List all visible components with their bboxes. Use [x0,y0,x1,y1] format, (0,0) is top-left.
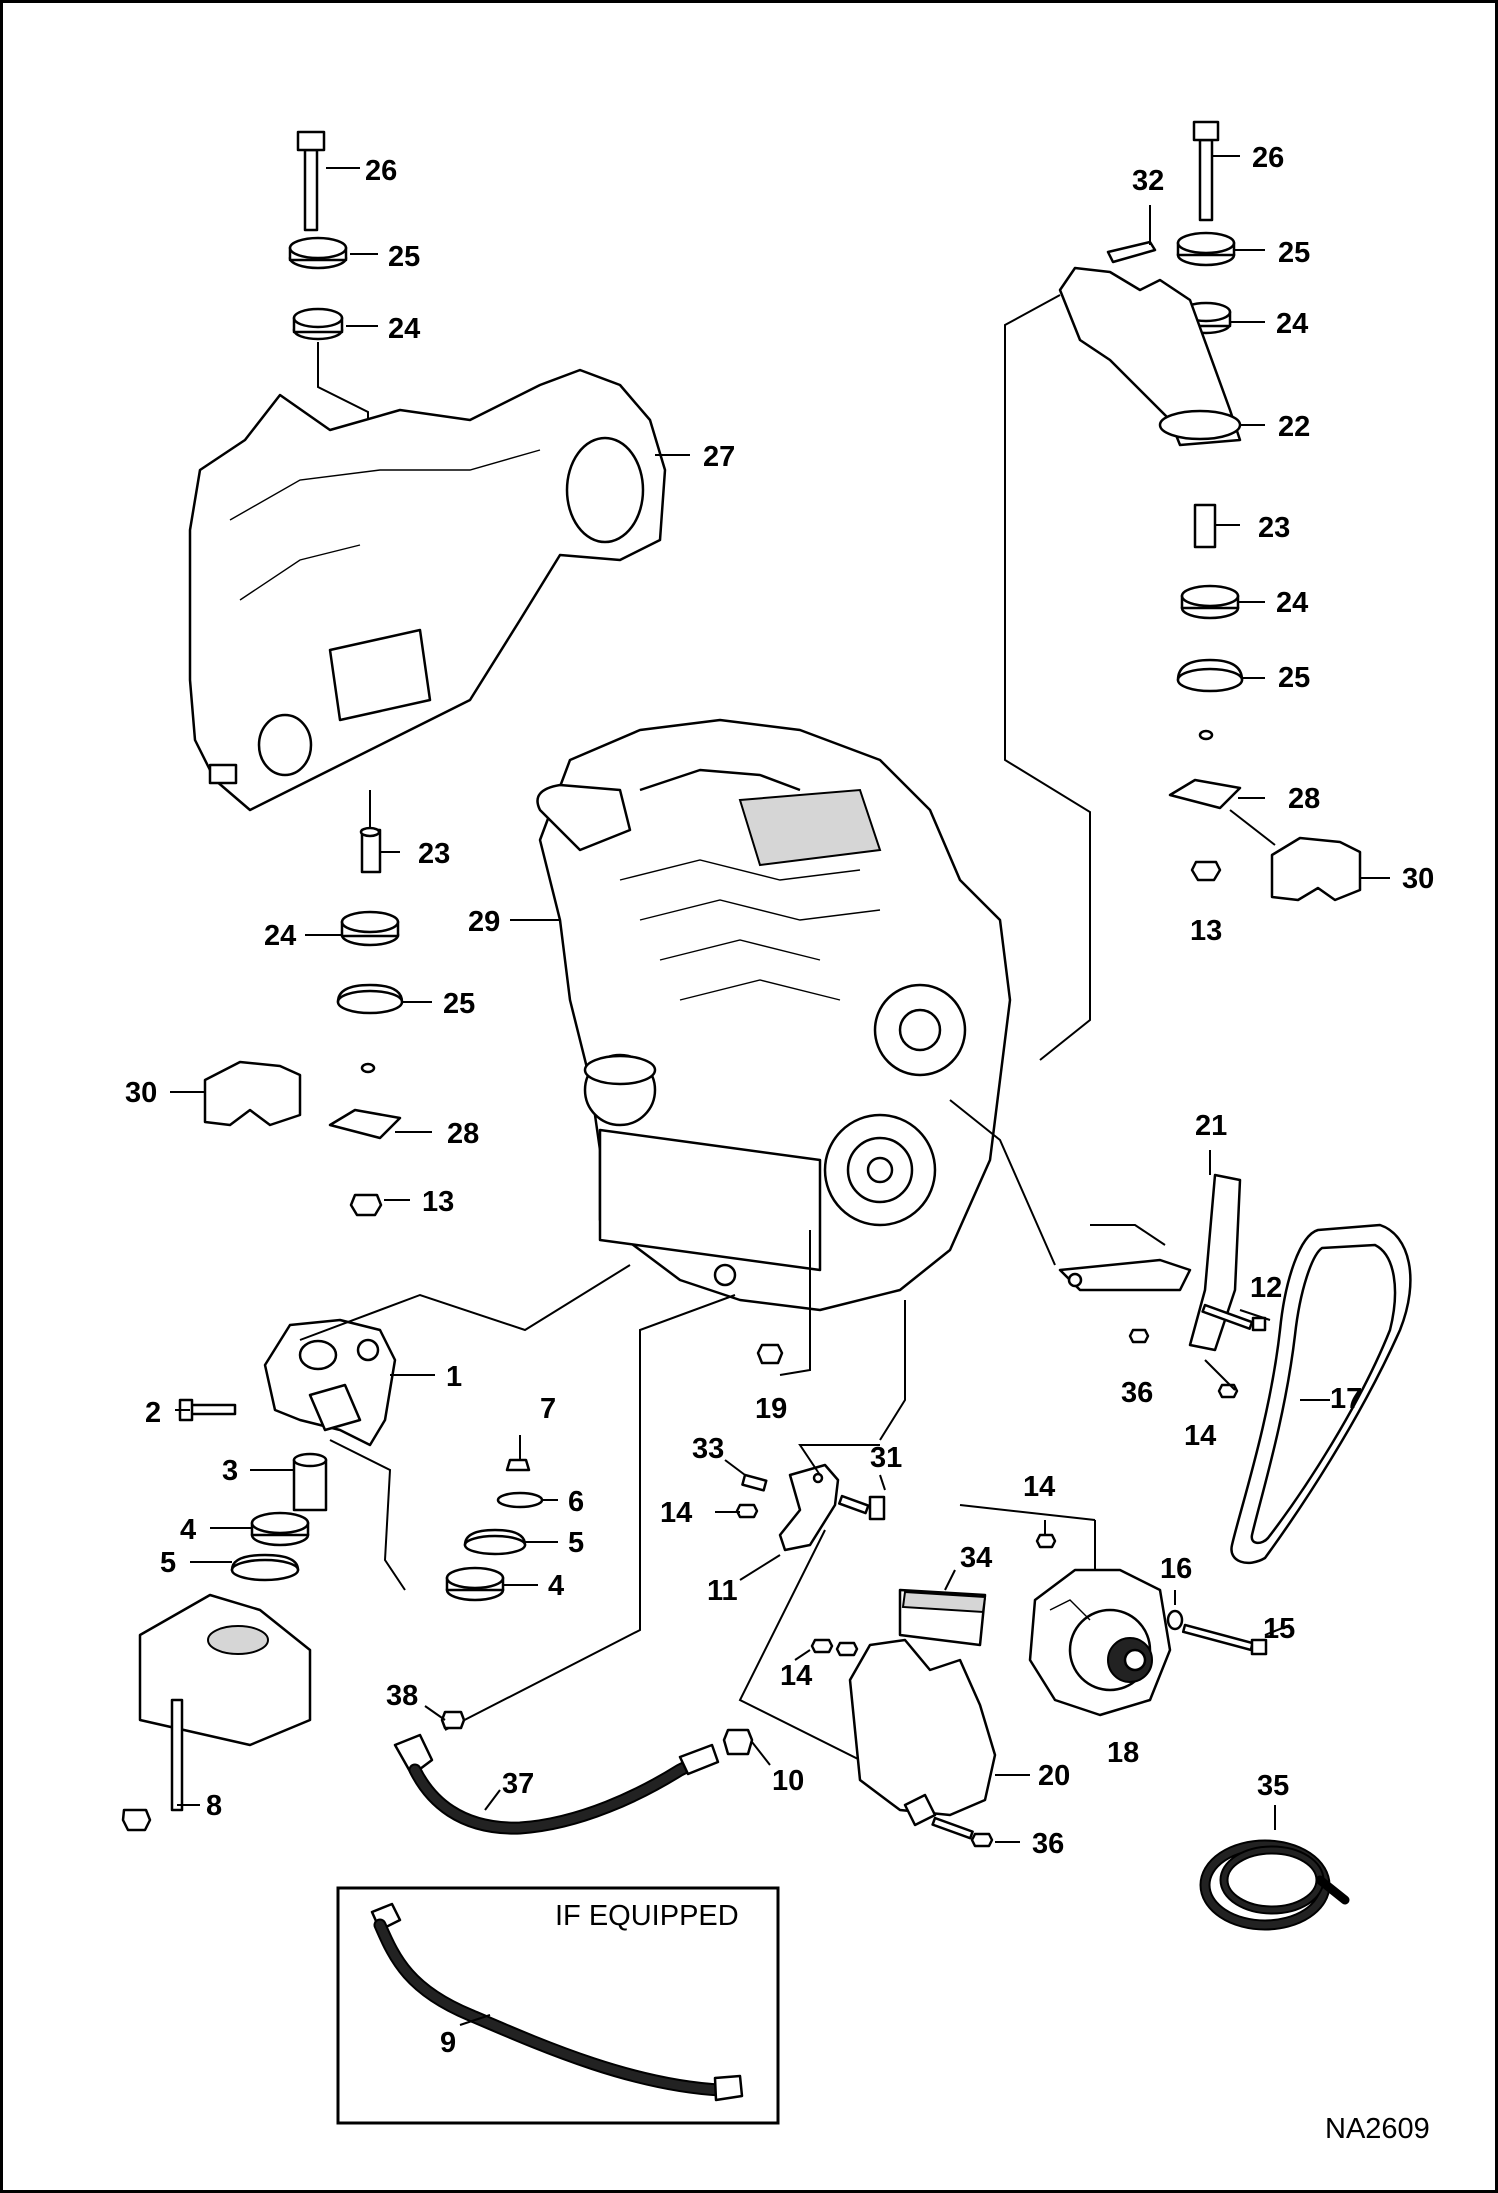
callout-4: 4 [548,1570,564,1602]
callout-18: 18 [1107,1737,1139,1769]
callout-25: 25 [1278,237,1310,269]
callout-9: 9 [440,2027,456,2059]
center-lower-parts [715,1230,921,1791]
callout-27: 27 [703,441,735,473]
callout-25: 25 [388,241,420,273]
callout-38: 38 [386,1680,418,1712]
callout-8: 8 [206,1790,222,1822]
callout-36: 36 [1032,1828,1064,1860]
gear-housing [188,368,690,812]
callout-24: 24 [1276,308,1308,340]
callout-16: 16 [1160,1553,1192,1585]
callout-21: 21 [1195,1110,1227,1142]
callout-3: 3 [222,1455,238,1487]
callout-13: 13 [1190,915,1222,947]
inset-caption: IF EQUIPPED [555,1900,739,1932]
callout-19: 19 [755,1393,787,1425]
callout-26: 26 [1252,142,1284,174]
callout-26: 26 [365,155,397,187]
callout-5: 5 [568,1527,584,1559]
callout-25: 25 [1278,662,1310,694]
callout-14: 14 [660,1497,692,1529]
callout-13: 13 [422,1186,454,1218]
callout-14: 14 [780,1660,812,1692]
callout-20: 20 [1038,1760,1070,1792]
callout-37: 37 [502,1768,534,1800]
callout-22: 22 [1278,411,1310,443]
alternator-parts [794,1504,1291,1848]
callout-10: 10 [772,1765,804,1797]
callout-28: 28 [1288,783,1320,815]
callout-35: 35 [1257,1770,1289,1802]
callout-24: 24 [1276,587,1308,619]
callout-14: 14 [1184,1420,1216,1452]
callout-32: 32 [1132,165,1164,197]
callout-36: 36 [1121,1377,1153,1409]
callout-23: 23 [1258,512,1290,544]
callout-labels: 26 25 24 27 23 24 25 29 30 28 13 32 26 2… [125,142,1434,2145]
callout-7: 7 [540,1393,556,1425]
callout-4: 4 [180,1514,196,1546]
callout-24: 24 [264,920,296,952]
callout-23: 23 [418,838,450,870]
right-top-mount-stack [1004,120,1390,1061]
callout-12: 12 [1250,1272,1282,1304]
callout-33: 33 [692,1433,724,1465]
callout-6: 6 [568,1486,584,1518]
right-mid-parts [949,1099,1412,1565]
left-lower-bracket-stack [121,1264,631,1832]
callout-28: 28 [447,1118,479,1150]
callout-2: 2 [145,1397,161,1429]
callout-15: 15 [1263,1613,1295,1645]
drawing-number: NA2609 [1325,2113,1430,2145]
callout-31: 31 [870,1442,902,1474]
left-lower-mount-stack [170,790,432,1217]
callout-17: 17 [1330,1383,1362,1415]
callout-5: 5 [160,1547,176,1579]
hose-parts [393,1294,771,1835]
callout-34: 34 [960,1542,992,1574]
callout-24: 24 [388,313,420,345]
callout-29: 29 [468,906,500,938]
callout-1: 1 [446,1361,462,1393]
engine-assembly [510,718,1012,1312]
harness-coil [1199,1805,1350,1931]
callout-11: 11 [707,1575,738,1607]
callout-14: 14 [1023,1471,1055,1503]
callout-25: 25 [443,988,475,1020]
callout-30: 30 [125,1077,157,1109]
callout-30: 30 [1402,863,1434,895]
inset-if-equipped [336,1886,780,2125]
